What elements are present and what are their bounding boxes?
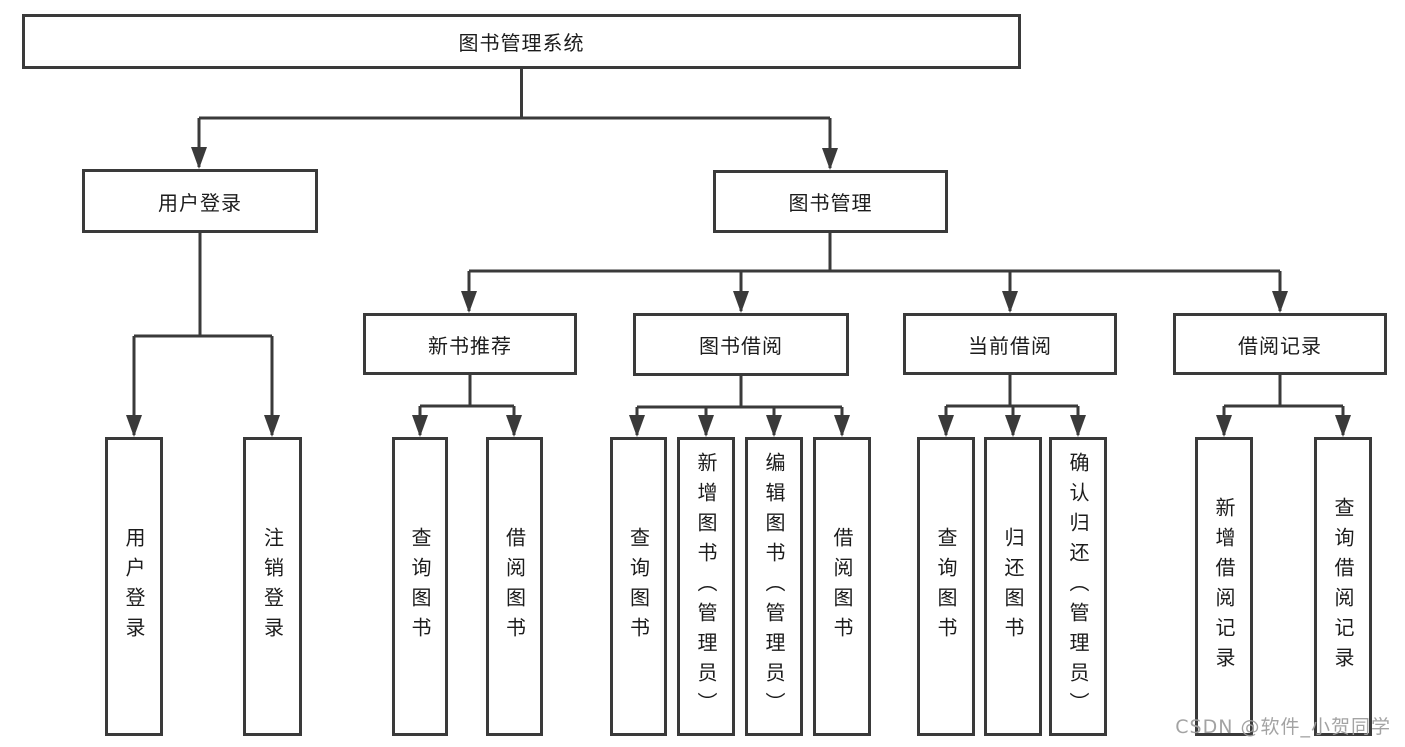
- leaf-add-borrow-record-label: 新增借阅记录: [1212, 496, 1236, 677]
- leaf-logout: 注销登录: [243, 437, 302, 736]
- leaf-query-books-current: 查询图书: [917, 437, 975, 736]
- node-current-borrow-label: 当前借阅: [968, 333, 1052, 358]
- leaf-user-login-label: 用户登录: [122, 526, 146, 647]
- node-user-login: 用户登录: [82, 169, 318, 233]
- leaf-borrow-books-borrow: 借阅图书: [813, 437, 871, 736]
- leaf-confirm-return-admin-label: 确认归还（管理员）: [1066, 451, 1090, 722]
- leaf-return-book-label: 归还图书: [1001, 526, 1025, 647]
- leaf-query-books-recommend: 查询图书: [392, 437, 448, 736]
- connector-segments: [132, 69, 1345, 435]
- node-borrow-records: 借阅记录: [1173, 313, 1387, 375]
- node-book-management-label: 图书管理: [788, 191, 873, 215]
- node-book-borrow-label: 图书借阅: [699, 334, 783, 358]
- node-borrow-records-label: 借阅记录: [1238, 333, 1322, 358]
- leaf-logout-label: 注销登录: [260, 526, 285, 647]
- node-new-book-recommend: 新书推荐: [363, 313, 577, 375]
- leaf-borrow-books-recommend: 借阅图书: [486, 437, 543, 736]
- leaf-query-borrow-record: 查询借阅记录: [1314, 437, 1372, 736]
- leaf-query-books-current-label: 查询图书: [934, 526, 958, 647]
- node-book-borrow: 图书借阅: [633, 313, 849, 376]
- node-root: 图书管理系统: [22, 14, 1021, 69]
- node-book-management: 图书管理: [713, 170, 948, 233]
- leaf-borrow-books-borrow-label: 借阅图书: [830, 526, 854, 647]
- node-root-label: 图书管理系统: [458, 31, 585, 55]
- node-new-book-recommend-label: 新书推荐: [428, 333, 512, 358]
- leaf-borrow-books-recommend-label: 借阅图书: [502, 526, 527, 647]
- leaf-return-book: 归还图书: [984, 437, 1042, 736]
- leaf-edit-book-admin-label: 编辑图书（管理员）: [762, 451, 786, 722]
- leaf-confirm-return-admin: 确认归还（管理员）: [1049, 437, 1107, 736]
- leaf-add-book-admin-label: 新增图书（管理员）: [694, 451, 718, 722]
- leaf-query-books-recommend-label: 查询图书: [408, 526, 432, 647]
- leaf-query-books-borrow: 查询图书: [610, 437, 667, 736]
- leaf-user-login: 用户登录: [105, 437, 163, 736]
- leaf-query-books-borrow-label: 查询图书: [626, 526, 651, 647]
- arrowheads: [126, 147, 1351, 437]
- leaf-query-borrow-record-label: 查询借阅记录: [1331, 496, 1355, 677]
- leaf-add-borrow-record: 新增借阅记录: [1195, 437, 1253, 736]
- node-user-login-label: 用户登录: [158, 190, 242, 215]
- leaf-add-book-admin: 新增图书（管理员）: [677, 437, 735, 736]
- leaf-edit-book-admin: 编辑图书（管理员）: [745, 437, 803, 736]
- node-current-borrow: 当前借阅: [903, 313, 1117, 375]
